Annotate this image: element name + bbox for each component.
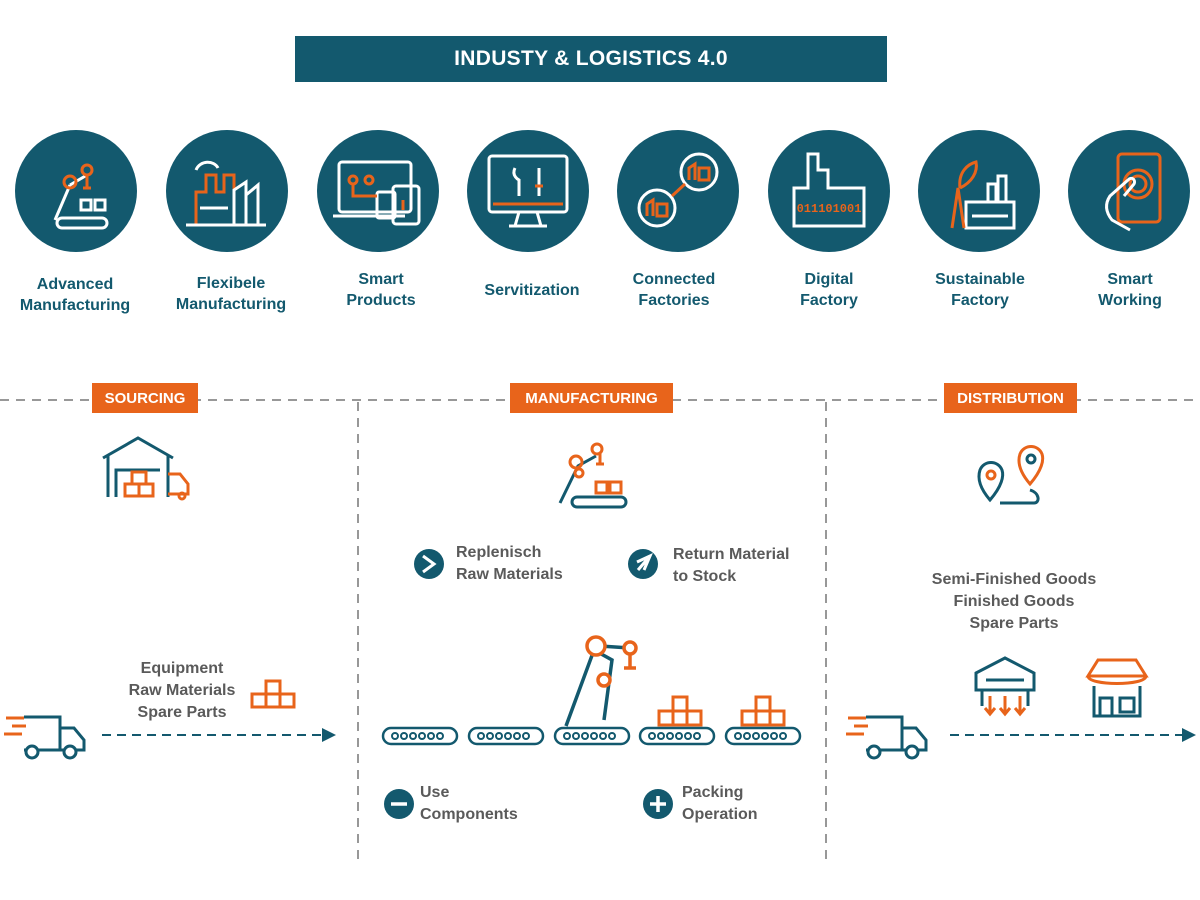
concept-line: Factory [800,292,858,309]
warehouse-doors-icon [974,656,1036,717]
concept-label-8: Smart Working [1055,269,1200,311]
conveyor-rollers [391,732,787,740]
concept-line: Factory [951,292,1009,309]
concept-label-2: Flexibele Manufacturing [156,273,306,315]
title-banner: INDUSTY & LOGISTICS 4.0 [295,36,887,82]
minus-icon [384,789,414,819]
connected-factories-icon [617,130,739,252]
concept-line: Products [346,292,416,309]
concept-line: Working [1098,292,1162,309]
concept-line: Advanced [36,276,114,293]
stage-manufacturing-label: MANUFACTURING [525,389,658,407]
warehouse-icon [102,436,190,501]
use-line: Use [420,784,450,801]
box-stack-2 [740,695,786,727]
concept-line: Flexibele [196,275,266,292]
concept-line: Sustainable [935,271,1025,288]
sourcing-items: Equipment Raw Materials Spare Parts [112,658,252,724]
distribution-items: Semi-Finished Goods Finished Goods Spare… [910,569,1118,635]
concept-line: Servitization [484,282,580,299]
leaf-factory-icon [918,130,1040,252]
concept-line: Smart [358,271,404,288]
monitor-tools-icon [467,130,589,252]
truck-icon-right [846,715,928,760]
concept-line: Connected [632,271,716,288]
return-icon [628,549,658,579]
devices-icon [317,130,439,252]
boxes-icon [250,679,296,709]
distribution-item: Spare Parts [969,615,1059,632]
replenish-line: Replenisch [456,544,542,561]
plus-icon [643,789,673,819]
concept-label-5: Connected Factories [599,269,749,311]
return-text: Return Material to Stock [673,544,789,588]
packing-line: Packing [682,784,744,801]
concept-line: Smart [1107,271,1153,288]
truck-icon-left [4,715,86,760]
box-stack-1 [657,695,703,727]
svg-text:011101001: 011101001 [797,202,862,216]
concept-label-6: Digital Factory [754,269,904,311]
replenish-text: Replenisch Raw Materials [456,542,563,586]
sourcing-item: Spare Parts [137,704,227,721]
stage-sourcing: SOURCING [92,383,198,413]
location-pins-icon [977,445,1045,505]
stage-distribution: DISTRIBUTION [944,383,1077,413]
shop-icon [1085,658,1149,718]
concept-line: Digital [804,271,854,288]
conveyor-belts [381,726,802,746]
concept-label-7: Sustainable Factory [905,269,1055,311]
concept-label-1: Advanced Manufacturing [0,274,150,316]
robot-arm-icon [15,130,137,252]
factory-icon [166,130,288,252]
arrowhead-sourcing [322,728,336,742]
concept-label-4: Servitization [457,280,607,301]
robot-arm-icon [558,442,628,509]
packing-operation-text: Packing Operation [682,782,758,826]
large-robot-arm-icon [564,635,638,727]
stage-sourcing-label: SOURCING [104,389,186,407]
replenish-line: Raw Materials [456,566,563,583]
packing-line: Operation [682,806,758,823]
use-line: Components [420,806,518,823]
concept-line: Manufacturing [19,297,131,314]
page-title: INDUSTY & LOGISTICS 4.0 [454,47,728,70]
sourcing-item: Raw Materials [128,682,236,699]
return-line: Return Material [673,546,790,563]
touch-phone-icon [1068,130,1190,252]
stage-distribution-label: DISTRIBUTION [957,389,1064,407]
distribution-item: Semi-Finished Goods [931,571,1097,588]
concept-line: Manufacturing [175,296,287,313]
return-line: to Stock [673,568,737,585]
concept-label-3: Smart Products [306,269,456,311]
use-components-text: Use Components [420,782,518,826]
arrowhead-distribution [1182,728,1196,742]
binary-factory-icon: 011101001 [768,130,890,252]
concept-line: Factories [638,292,710,309]
replenish-icon [414,549,444,579]
stage-manufacturing: MANUFACTURING [510,383,673,413]
distribution-item: Finished Goods [953,593,1075,610]
sourcing-item: Equipment [140,660,224,677]
